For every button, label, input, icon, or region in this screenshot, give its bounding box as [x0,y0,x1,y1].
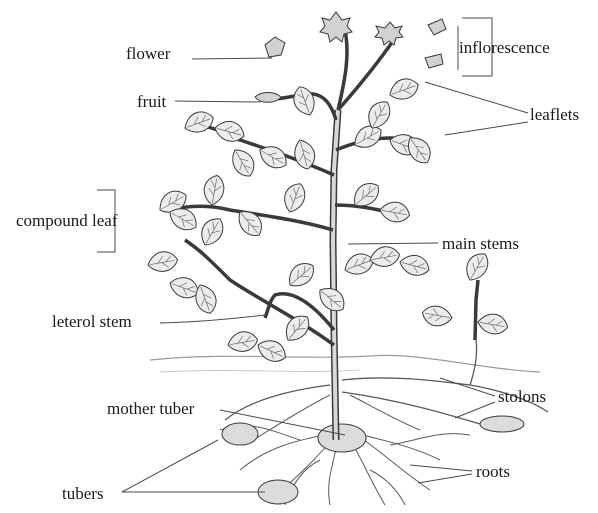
soil-line [150,355,540,372]
label-flower: flower [126,45,170,62]
label-roots: roots [476,463,510,480]
main-stem-drawing [333,110,338,440]
label-tubers: tubers [62,485,104,502]
label-leterol-stem: leterol stem [52,313,132,330]
label-leaflets: leaflets [530,106,579,123]
label-mother-tuber: mother tuber [107,400,194,417]
label-inflorescence: inflorescence [459,39,550,56]
label-main-stems: main stems [442,235,519,252]
label-compound-leaf: compound leaf [16,212,118,229]
label-stolons: stolons [498,388,546,405]
label-fruit: fruit [137,93,166,110]
